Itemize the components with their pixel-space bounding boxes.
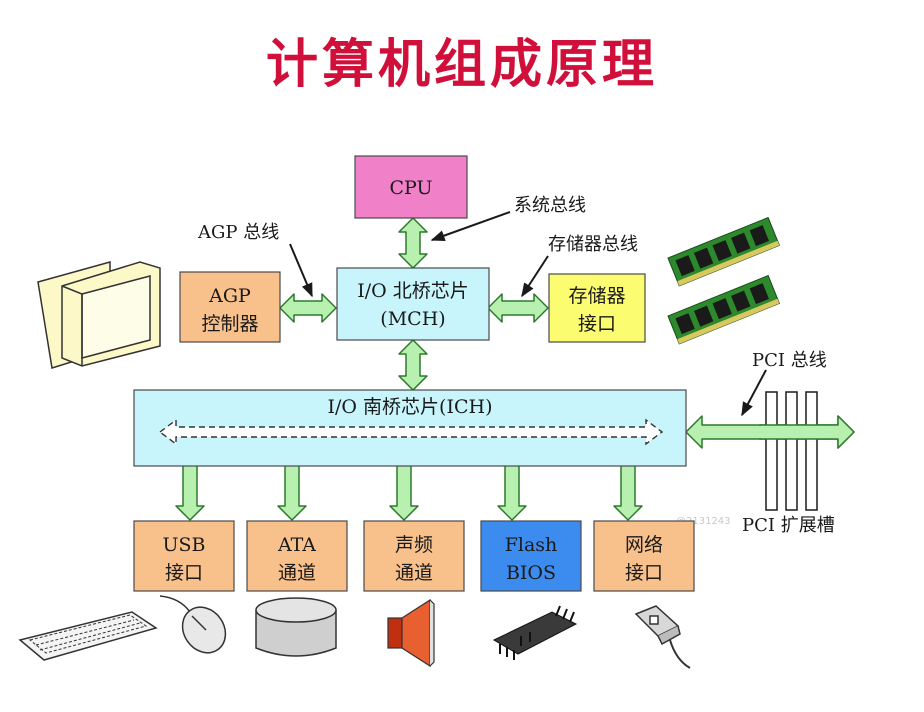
system-bus-pointer — [430, 211, 511, 242]
memory-interface-box — [548, 273, 646, 343]
ata-label-2: 通道 — [278, 562, 316, 584]
ata-box — [246, 520, 348, 592]
memory-bus-pointer — [521, 255, 549, 298]
keyboard-icon — [18, 611, 158, 661]
pci-slots — [765, 391, 818, 511]
agp-bus-pointer — [289, 243, 313, 298]
south-label: I/O 南桥芯片(ICH) — [328, 396, 493, 418]
north-memory-arrow — [487, 293, 549, 323]
watermark: @2131243 — [676, 516, 731, 527]
agp-label-1: AGP — [208, 285, 251, 307]
speaker-icon — [387, 598, 435, 668]
north-label-1: I/O 北桥芯片 — [357, 280, 469, 302]
memory-label-1: 存储器 — [568, 285, 625, 307]
pci-bus-label: PCI 总线 — [752, 350, 827, 371]
network-label-1: 网络 — [625, 534, 663, 556]
memory-bus-label: 存储器总线 — [548, 234, 638, 255]
ata-label-1: ATA — [277, 534, 316, 556]
agp-controller-box — [179, 271, 281, 343]
network-label-2: 接口 — [625, 562, 663, 584]
agp-bus-label: AGP 总线 — [197, 222, 279, 243]
pci-slots-label: PCI 扩展槽 — [742, 515, 835, 536]
north-label-2: (MCH) — [380, 308, 445, 330]
north-south-arrow — [398, 339, 428, 391]
agp-north-arrow — [279, 293, 337, 323]
ram-module-icon — [667, 216, 781, 345]
usb-label-1: USB — [163, 534, 206, 556]
network-box — [593, 520, 695, 592]
network-connector-icon — [634, 605, 691, 669]
flash-label-2: BIOS — [506, 562, 556, 584]
usb-label-2: 接口 — [165, 562, 203, 584]
audio-box — [363, 520, 465, 592]
monitor-icon — [37, 261, 161, 369]
bios-chip-icon — [492, 605, 578, 660]
south-bridge-internal-bus — [158, 418, 664, 446]
flash-label-1: Flash — [505, 534, 558, 556]
pci-bus-pointer — [741, 369, 767, 417]
mouse-icon — [159, 595, 227, 654]
cpu-label: CPU — [389, 177, 432, 199]
audio-label-2: 通道 — [395, 562, 433, 584]
memory-label-2: 接口 — [578, 313, 616, 335]
page-title: 计算机组成原理 — [265, 35, 658, 95]
north-bridge-box — [336, 267, 490, 341]
audio-label-1: 声频 — [395, 534, 433, 556]
system-bus-label: 系统总线 — [514, 195, 586, 216]
usb-box — [133, 520, 235, 592]
disk-icon — [255, 597, 337, 657]
cpu-box — [354, 155, 468, 219]
flash-bios-box — [480, 520, 582, 592]
agp-label-2: 控制器 — [201, 313, 258, 335]
cpu-north-arrow — [398, 217, 428, 269]
